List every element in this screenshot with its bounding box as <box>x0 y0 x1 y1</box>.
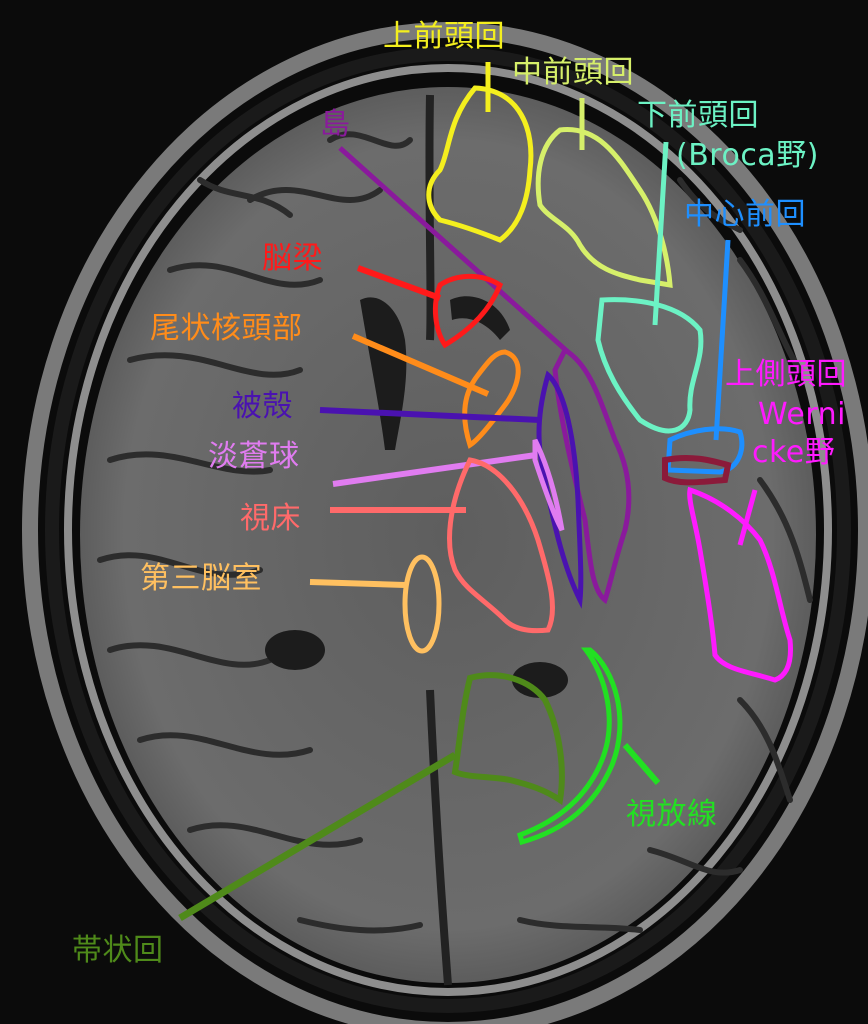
label-middle-frontal-gyrus: 中前頭回 <box>512 55 634 90</box>
superior-temporal-gyrus-outline <box>687 486 793 683</box>
wernicke-pointer <box>737 489 758 546</box>
label-cingulate-gyrus: 帯状回 <box>72 933 164 968</box>
third-ventricle-outline <box>402 554 442 654</box>
putamen-pointer <box>319 407 541 423</box>
thalamus-outline <box>447 457 556 634</box>
interhemispheric-fissure <box>425 94 452 986</box>
sulci-texture <box>97 131 813 934</box>
corpus-callosum-pointer <box>356 265 442 301</box>
label-putamen: 被殻 <box>232 389 293 424</box>
third-ventricle-pointer <box>309 579 406 588</box>
globus-pallidus-pointer <box>332 452 537 487</box>
middle-frontal-gyrus-outline <box>535 127 673 288</box>
caudate-head-pointer <box>351 333 490 397</box>
cingulate-gyrus-pointer <box>178 751 457 922</box>
label-superior-temporal-gyrus: 上側頭回 <box>725 357 847 392</box>
insula-pointer <box>338 146 570 354</box>
corpus-callosum-outline <box>433 273 504 349</box>
label-optic-radiation: 視放線 <box>626 797 718 832</box>
cingulate-gyrus-outline <box>451 672 565 806</box>
inferior-frontal-gyrus-outline <box>595 297 704 434</box>
scalp-ring <box>22 22 868 1024</box>
broca-pointer <box>652 141 669 326</box>
label-broca: (Broca野) <box>676 138 819 173</box>
label-inferior-frontal-gyrus: 下前頭回 <box>637 98 759 133</box>
left-occipital-horn <box>265 630 325 670</box>
label-caudate-head: 尾状核頭部 <box>150 311 303 346</box>
label-precentral-gyrus: 中心前回 <box>684 197 806 232</box>
label-corpus-callosum: 脳梁 <box>262 241 323 276</box>
label-wernicke-line2: cke野 <box>752 435 836 470</box>
superior-frontal-gyrus-outline <box>426 85 534 243</box>
skull-inner-ring <box>64 64 832 996</box>
optic-radiation-pointer <box>622 743 661 785</box>
label-third-ventricle: 第三脳室 <box>140 561 262 596</box>
precentral-gyrus-pointer <box>713 239 731 441</box>
skull-dark-band <box>45 47 851 1013</box>
label-insula: 島 <box>320 107 351 142</box>
label-superior-frontal-gyrus: 上前頭回 <box>383 19 505 54</box>
label-thalamus: 視床 <box>240 501 301 536</box>
right-occipital-horn <box>512 662 568 698</box>
central-sulcus-marker <box>662 454 732 486</box>
caudate-head-outline <box>462 349 521 449</box>
globus-pallidus-outline <box>532 438 565 532</box>
optic-radiation-outline <box>516 647 623 846</box>
label-globus-pallidus: 淡蒼球 <box>208 439 300 474</box>
label-wernicke-line1: Werni <box>758 397 847 432</box>
